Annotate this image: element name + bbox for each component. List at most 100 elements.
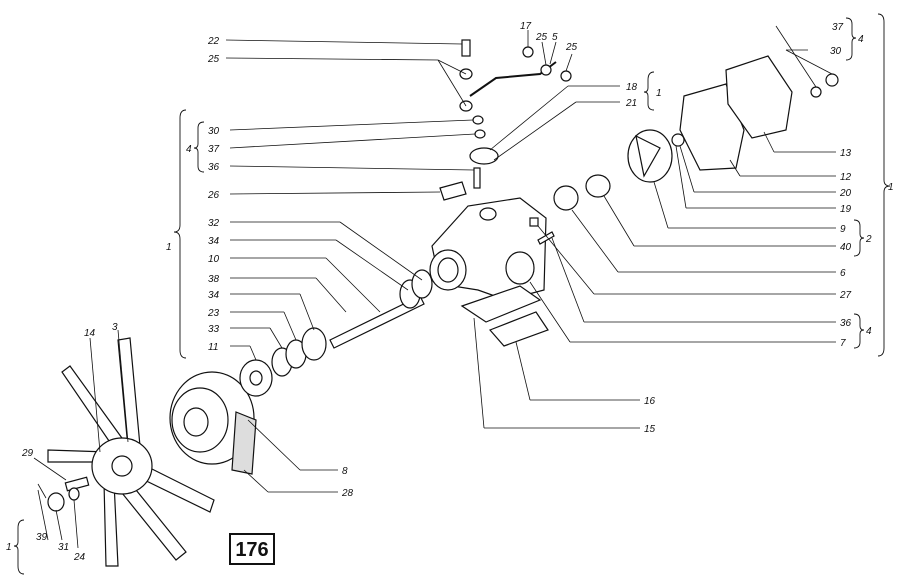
housing-inlet-bore: [437, 257, 459, 283]
pump-housing-27: [429, 197, 547, 301]
cover-13: [725, 55, 793, 139]
callout-label: 15: [644, 424, 656, 435]
fan-blade: [117, 337, 141, 449]
callout-label: 30: [830, 46, 842, 57]
callout-label: 21: [625, 98, 637, 109]
callout-label: 17: [520, 21, 532, 32]
bushing-40: [585, 174, 611, 198]
group-label: 1: [888, 182, 894, 193]
elbow-26: [439, 181, 467, 201]
impeller-vane: [635, 134, 661, 178]
brace-right-1: [877, 13, 891, 357]
plate-number: 176: [229, 533, 275, 565]
callout-label: 24: [73, 552, 86, 563]
callout-label: 25: [207, 54, 220, 65]
group-label: 1: [6, 542, 12, 553]
seal-6: [553, 185, 579, 211]
housing-top-port: [479, 207, 497, 221]
brace-right-4: [845, 17, 857, 61]
callout-label: 37: [208, 144, 220, 155]
callout-label: 19: [840, 204, 852, 215]
pulley-bore: [183, 407, 209, 437]
brace-right-2: [853, 219, 865, 257]
callout-label: 40: [840, 242, 852, 253]
housing-side-port: [505, 251, 535, 285]
callout-label: 38: [208, 274, 220, 285]
callout-label: 25: [535, 32, 548, 43]
flange-21: [469, 147, 499, 165]
pulley: [169, 371, 257, 475]
washer-20: [671, 133, 685, 147]
group-label: 4: [866, 326, 872, 337]
fan-blade: [103, 481, 119, 567]
callout-label: 33: [208, 324, 220, 335]
group-label: 4: [186, 144, 192, 155]
plug-9: [529, 217, 539, 227]
stud-36: [473, 167, 481, 189]
gasket-12: [679, 83, 745, 171]
callout-label: 27: [839, 290, 852, 301]
washer-37: [474, 129, 486, 139]
gasket-16: [488, 311, 549, 347]
group-label: 2: [865, 234, 872, 245]
callout-label: 8: [342, 466, 348, 477]
brace-bottom-1: [13, 519, 25, 575]
washer-30: [472, 115, 484, 125]
stud-7: [537, 231, 555, 245]
callout-label: 20: [839, 188, 852, 199]
hub-flange-bore: [249, 370, 263, 386]
callout-label: 9: [840, 224, 846, 235]
callout-label: 28: [341, 488, 354, 499]
callout-label: 23: [207, 308, 220, 319]
group-labels: 1 4 1 4 2 1 4 1: [6, 34, 894, 553]
pin-39: [37, 483, 47, 499]
impeller: [627, 129, 673, 183]
callout-labels: 22 25 17 25 5 25 18 21 30 37 36 26 32 34…: [21, 21, 852, 563]
group-braces: [13, 13, 891, 575]
callout-label: 7: [840, 338, 846, 349]
callout-label: 12: [840, 172, 852, 183]
callout-label: 25: [565, 42, 578, 53]
callout-label: 22: [207, 36, 220, 47]
callout-label: 3: [112, 322, 118, 333]
callout-label: 18: [626, 82, 638, 93]
plate-number-box: [229, 533, 275, 565]
callout-label: 10: [208, 254, 220, 265]
brace-18-21: [643, 71, 655, 111]
washer-25c: [560, 70, 572, 82]
callout-label: 26: [207, 190, 220, 201]
nut-17: [522, 46, 534, 58]
group-label: 1: [166, 242, 172, 253]
fan-fasteners: [37, 476, 90, 512]
nut-31: [47, 492, 65, 512]
leader-lines: [33, 25, 836, 549]
bolt-22: [461, 39, 471, 57]
washer-37b: [810, 86, 822, 98]
callout-label: 6: [840, 268, 846, 279]
callout-label: 31: [58, 542, 69, 553]
callout-label: 5: [552, 32, 558, 43]
brace-right-4b: [853, 313, 865, 349]
gasket-15: [460, 285, 542, 323]
callout-label: 36: [840, 318, 852, 329]
plate-number-text: 176: [235, 539, 268, 561]
callout-label: 30: [208, 126, 220, 137]
group-label: 4: [858, 34, 864, 45]
washer-24: [68, 487, 80, 501]
callout-label: 29: [21, 448, 34, 459]
nut-30b: [825, 73, 839, 87]
callout-label: 36: [208, 162, 220, 173]
seal-32: [411, 269, 433, 299]
callout-label: 39: [36, 532, 48, 543]
washer-5: [540, 64, 552, 76]
shaft-10: [329, 295, 425, 349]
bolt-29: [64, 476, 90, 492]
callout-label: 11: [208, 342, 218, 353]
fan-hub-center: [111, 455, 133, 477]
callout-label: 34: [208, 290, 220, 301]
callout-label: 32: [208, 218, 220, 229]
callout-label: 13: [840, 148, 852, 159]
callout-label: 14: [84, 328, 96, 339]
